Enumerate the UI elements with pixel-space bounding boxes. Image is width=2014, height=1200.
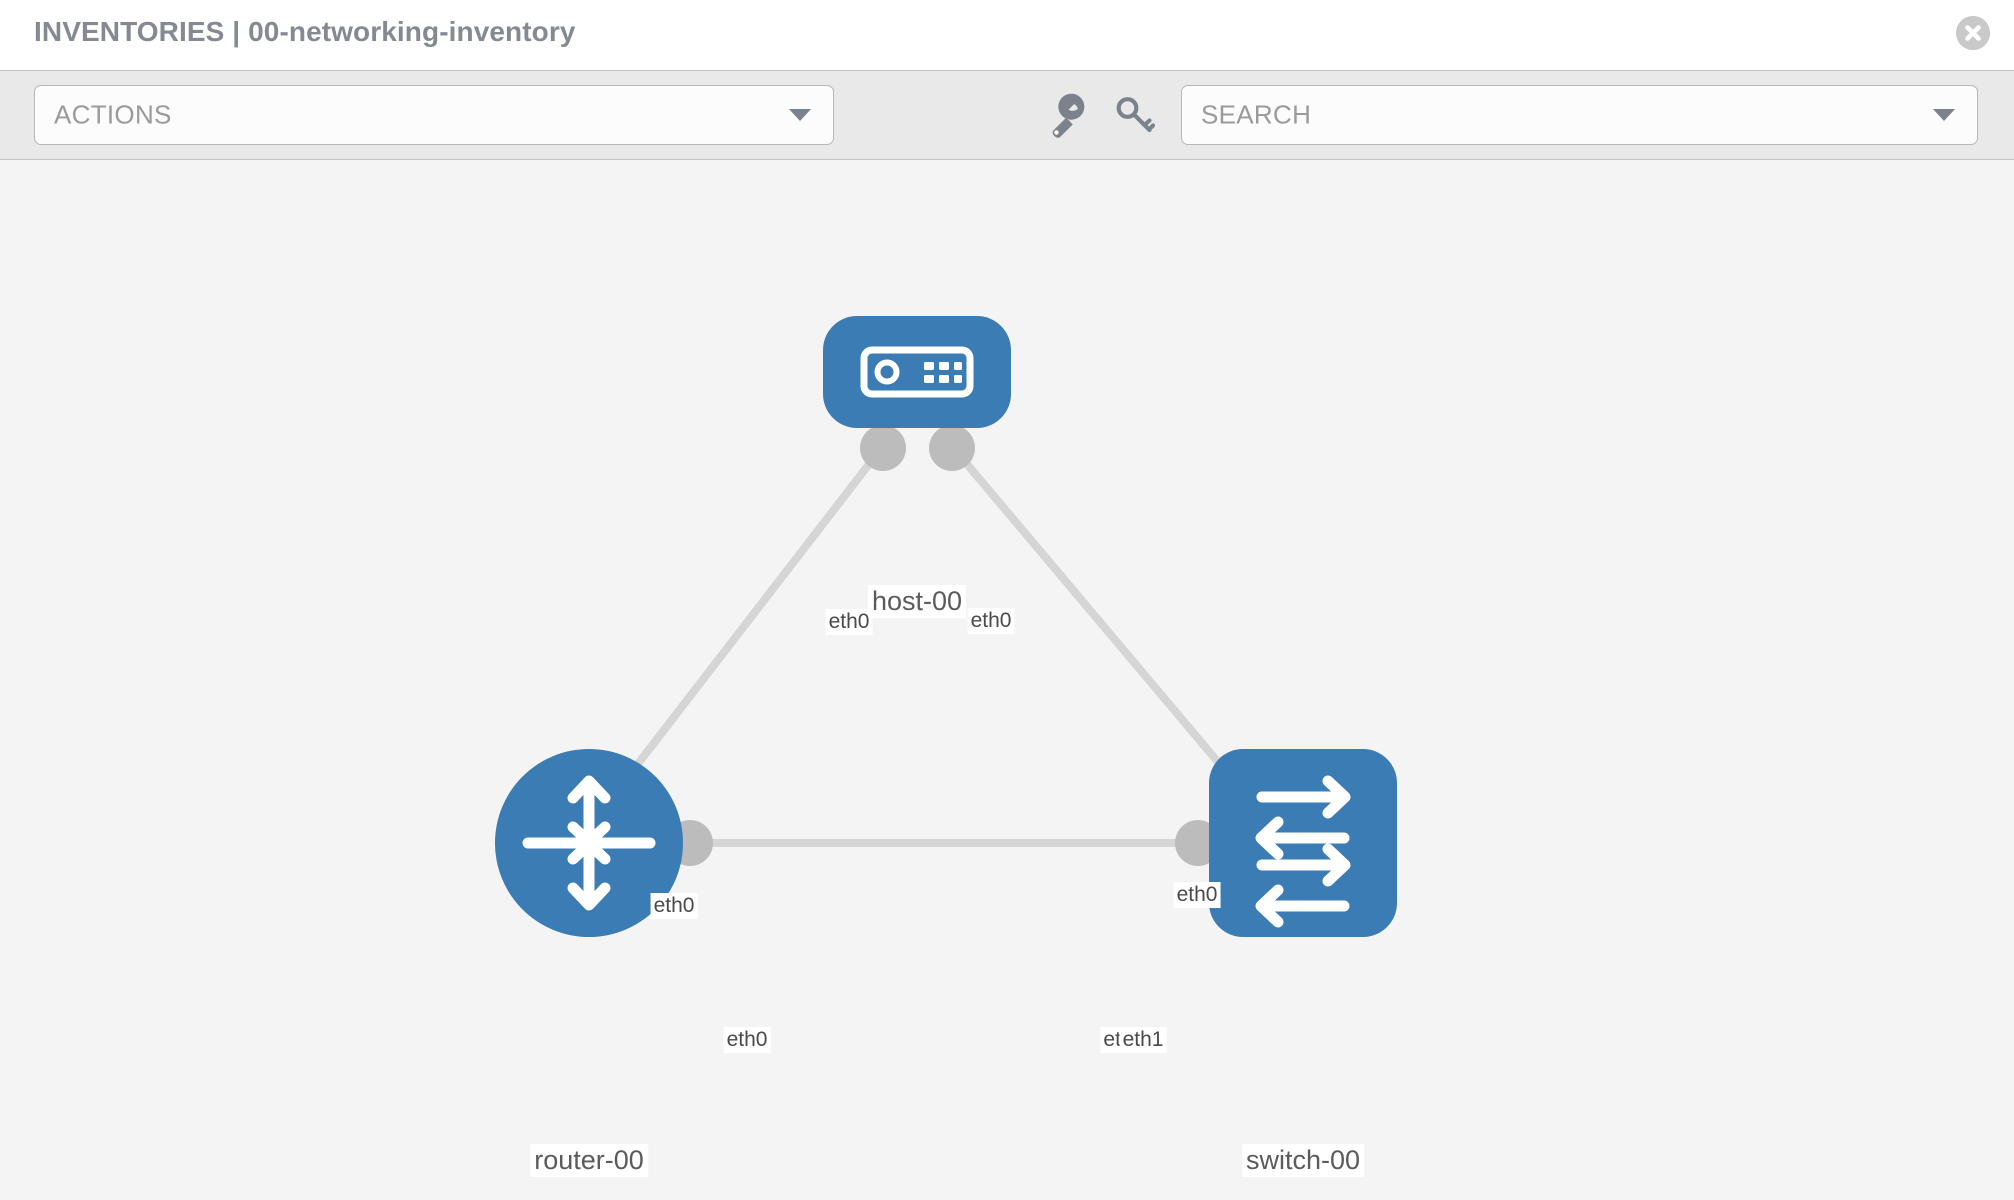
actions-dropdown-label: ACTIONS (54, 99, 172, 130)
topology-endpoints (667, 425, 1258, 866)
endpoint-host-eth0-right (929, 425, 975, 471)
node-router-00[interactable] (495, 749, 683, 937)
endpoint-host-eth0-left (860, 425, 906, 471)
wrench-icon[interactable] (1040, 88, 1094, 142)
chevron-down-icon (1933, 109, 1955, 121)
router-arrows-icon (522, 775, 656, 911)
topology-edges (606, 447, 1260, 847)
chevron-down-icon (789, 109, 811, 121)
server-icon (860, 346, 974, 398)
edge-host-switch (951, 447, 1254, 803)
page-title: INVENTORIES | 00-networking-inventory (34, 16, 576, 47)
actions-dropdown[interactable]: ACTIONS (34, 85, 834, 145)
topology-canvas[interactable]: host-00 router-00 switch-00 eth0 eth0 et… (0, 160, 2014, 1200)
node-switch-00[interactable] (1209, 749, 1397, 937)
topology-graph (495, 316, 1397, 937)
search-dropdown[interactable]: SEARCH (1181, 85, 1978, 145)
toolbar: ACTIONS SEARCH (0, 70, 2014, 160)
node-host-00[interactable] (823, 316, 1011, 428)
edge-host-router (606, 447, 884, 803)
close-icon[interactable] (1956, 16, 1990, 50)
switch-arrows-icon (1255, 775, 1351, 928)
key-icon[interactable] (1108, 88, 1162, 142)
search-input-label: SEARCH (1201, 99, 1312, 130)
page-header: INVENTORIES | 00-networking-inventory (0, 0, 2014, 70)
